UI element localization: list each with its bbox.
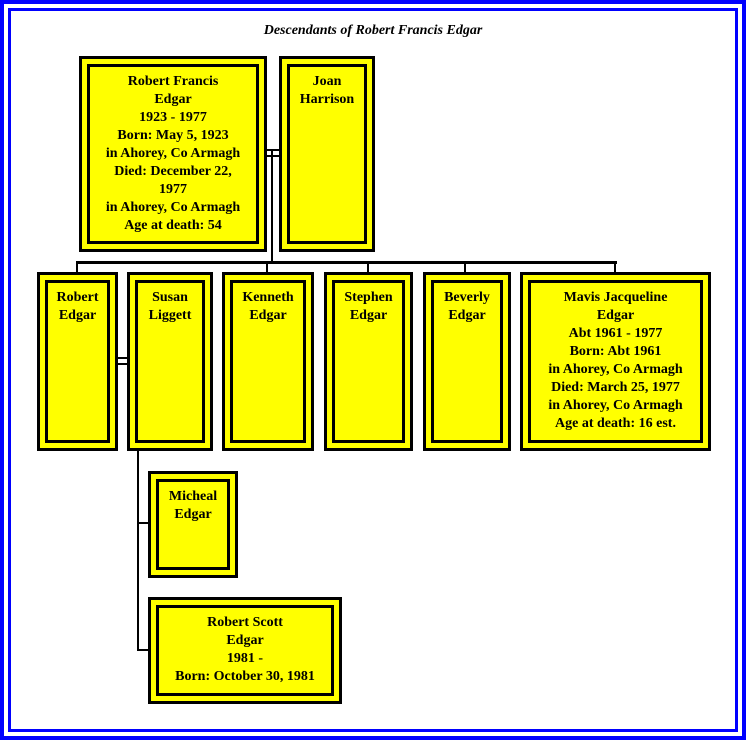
child-drop-mavis <box>614 262 616 273</box>
person-box-beverly-edgar[interactable]: Beverly Edgar <box>423 272 511 451</box>
person-box-robert-scott-edgar[interactable]: Robert Scott Edgar 1981 - Born: October … <box>148 597 342 704</box>
person-details: Kenneth Edgar <box>242 290 294 323</box>
spouse-connector <box>266 155 280 157</box>
person-box-robert-francis-edgar[interactable]: Robert Francis Edgar 1923 - 1977 Born: M… <box>79 56 267 252</box>
spouse-connector <box>117 357 129 359</box>
person-box-stephen-edgar[interactable]: Stephen Edgar <box>324 272 413 451</box>
child-drop-beverly <box>464 262 466 273</box>
person-details: Mavis Jacqueline Edgar Abt 1961 - 1977 B… <box>548 290 683 431</box>
person-details: Robert Francis Edgar 1923 - 1977 Born: M… <box>105 74 241 233</box>
person-box-micheal-edgar[interactable]: Micheal Edgar <box>148 471 238 578</box>
person-details: Robert Scott Edgar 1981 - Born: October … <box>175 615 315 684</box>
inner-frame <box>8 8 738 732</box>
child-drop-stephen <box>367 262 369 273</box>
person-details: Joan Harrison <box>299 74 355 107</box>
person-box-susan-liggett[interactable]: Susan Liggett <box>127 272 213 451</box>
person-details: Susan Liggett <box>148 290 192 323</box>
child-connector-micheal <box>137 522 149 524</box>
grandchildren-vertical-line <box>137 450 139 651</box>
children-horizontal-line <box>76 261 617 264</box>
person-box-mavis-jacqueline-edgar[interactable]: Mavis Jacqueline Edgar Abt 1961 - 1977 B… <box>520 272 711 451</box>
person-details: Robert Edgar <box>56 290 99 323</box>
child-connector-robert-scott <box>137 649 149 651</box>
person-box-kenneth-edgar[interactable]: Kenneth Edgar <box>222 272 314 451</box>
parent-drop-line <box>271 151 273 262</box>
chart-title: Descendants of Robert Francis Edgar <box>263 23 483 38</box>
person-details: Stephen Edgar <box>344 290 393 323</box>
person-details: Beverly Edgar <box>444 290 490 323</box>
child-drop-robert <box>76 262 78 273</box>
child-drop-kenneth <box>266 262 268 273</box>
spouse-connector <box>117 363 129 365</box>
person-details: Micheal Edgar <box>168 489 218 522</box>
spouse-connector <box>266 149 280 151</box>
person-box-robert-edgar[interactable]: Robert Edgar <box>37 272 118 451</box>
person-box-joan-harrison[interactable]: Joan Harrison <box>279 56 375 252</box>
